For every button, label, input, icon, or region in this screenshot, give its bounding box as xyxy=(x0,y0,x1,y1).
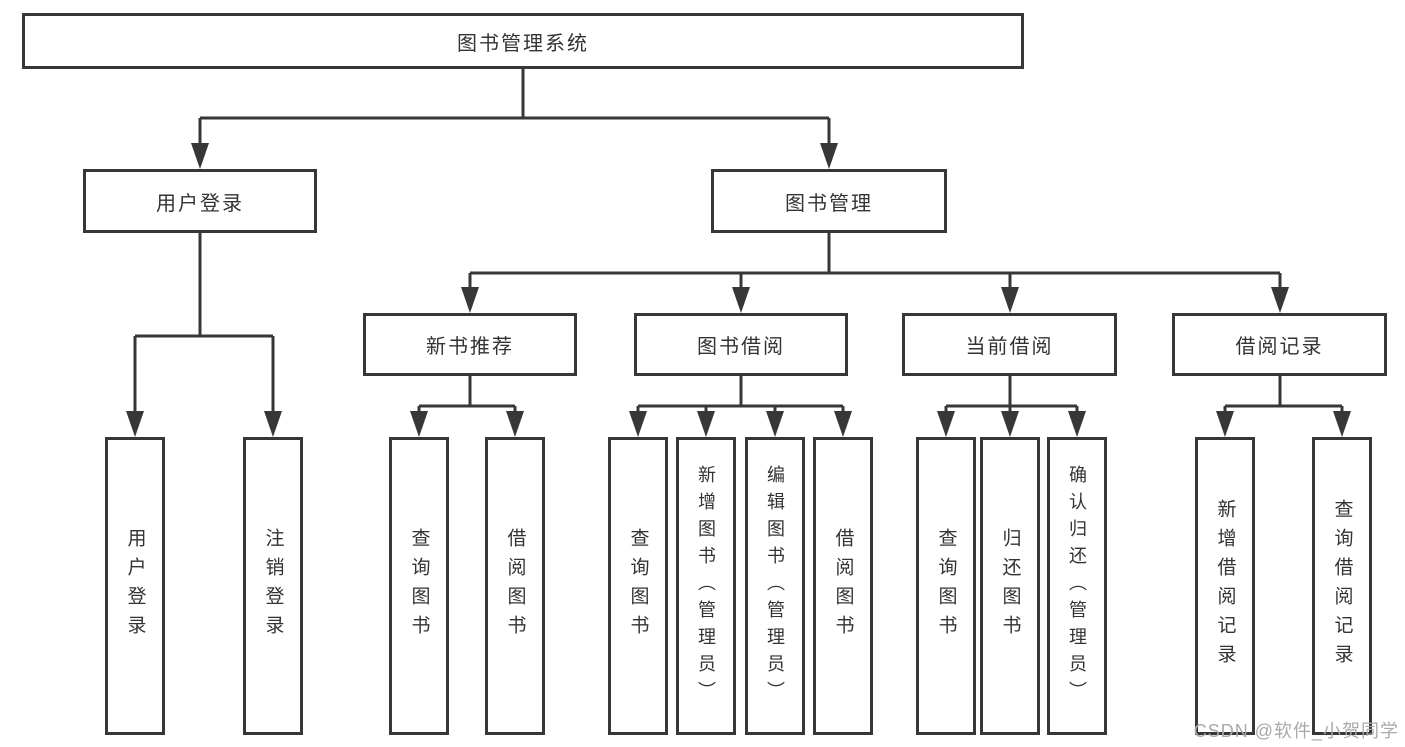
leaf-records-query-record: 查询借阅记录 xyxy=(1312,437,1372,735)
leaf-current-confirm-return-admin: 确认归还（管理员） xyxy=(1047,437,1107,735)
connector-root xyxy=(198,69,831,149)
node-borrowing-records: 借阅记录 xyxy=(1172,313,1387,376)
arrow-icon xyxy=(1333,411,1351,437)
leaf-borrow-edit-books-admin: 编辑图书（管理员） xyxy=(745,437,805,735)
arrow-icon xyxy=(191,143,209,169)
arrow-icon xyxy=(506,411,524,437)
leaf-borrow-borrow-books: 借阅图书 xyxy=(813,437,873,735)
arrow-icon xyxy=(410,411,428,437)
node-user-login: 用户登录 xyxy=(83,169,317,233)
arrow-icon xyxy=(629,411,647,437)
node-book-management: 图书管理 xyxy=(711,169,947,233)
leaf-user-login: 用户登录 xyxy=(105,437,165,735)
arrow-icon xyxy=(732,287,750,313)
leaf-current-return-books: 归还图书 xyxy=(980,437,1040,735)
leaf-current-query-books: 查询图书 xyxy=(916,437,976,735)
leaf-newbook-query-books: 查询图书 xyxy=(389,437,449,735)
node-current-borrowing: 当前借阅 xyxy=(902,313,1117,376)
arrow-icon xyxy=(766,411,784,437)
arrow-icon xyxy=(1001,411,1019,437)
watermark: CSDN @软件_小贺同学 xyxy=(1193,721,1399,741)
connector-book-borrow xyxy=(636,376,845,417)
leaf-records-add-record: 新增借阅记录 xyxy=(1195,437,1255,735)
arrow-icon xyxy=(937,411,955,437)
arrow-icon xyxy=(264,411,282,437)
arrow-icon xyxy=(1068,411,1086,437)
leaf-borrow-query-books: 查询图书 xyxy=(608,437,668,735)
arrow-icon xyxy=(834,411,852,437)
arrow-icon xyxy=(1001,287,1019,313)
leaf-borrow-add-books-admin: 新增图书（管理员） xyxy=(676,437,736,735)
connector-user-login xyxy=(133,233,275,417)
arrowheads xyxy=(126,143,1351,437)
leaf-newbook-borrow-books: 借阅图书 xyxy=(485,437,545,735)
leaf-logout-login: 注销登录 xyxy=(243,437,303,735)
arrow-icon xyxy=(126,411,144,437)
arrow-icon xyxy=(1216,411,1234,437)
node-book-borrowing: 图书借阅 xyxy=(634,313,848,376)
node-library-management-system: 图书管理系统 xyxy=(22,13,1024,69)
arrow-icon xyxy=(461,287,479,313)
arrow-icon xyxy=(1271,287,1289,313)
connector-borrow-records xyxy=(1223,376,1344,417)
arrow-icon xyxy=(697,411,715,437)
connector-book-management xyxy=(468,233,1282,293)
connector-new-book xyxy=(417,376,517,417)
arrow-icon xyxy=(820,143,838,169)
node-new-book-recommendation: 新书推荐 xyxy=(363,313,577,376)
connector-current-borrow xyxy=(944,376,1079,417)
